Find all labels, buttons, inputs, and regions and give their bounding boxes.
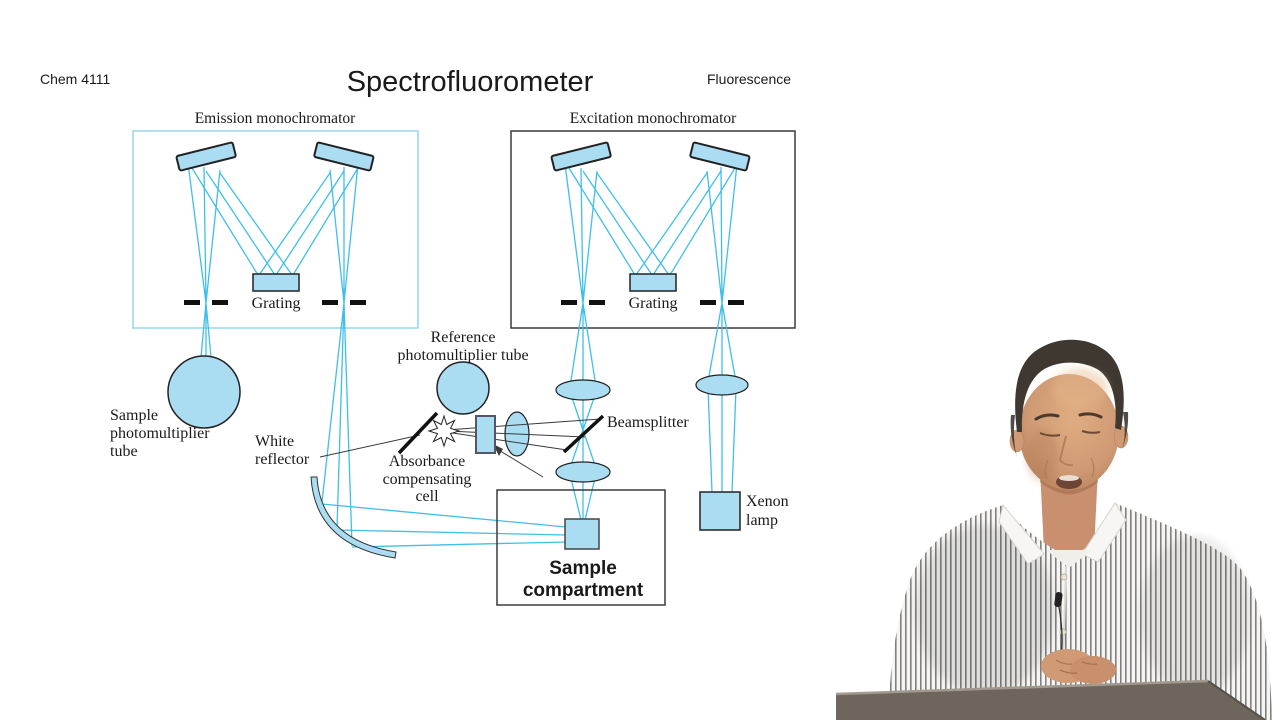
sample-compartment-label-2: compartment bbox=[523, 580, 644, 601]
smile-line-right bbox=[1090, 457, 1095, 478]
lavalier-microphone bbox=[1054, 592, 1063, 608]
reference-beam-rays bbox=[445, 418, 601, 451]
slit-dash bbox=[700, 300, 716, 305]
sample-compartment-label-1: Sample bbox=[549, 558, 617, 579]
lens-upper bbox=[555, 379, 611, 401]
tshirt bbox=[1046, 550, 1092, 568]
shirt-shadow-left bbox=[915, 525, 1055, 695]
shirt-button bbox=[1059, 628, 1067, 636]
xenon-lamp bbox=[699, 491, 741, 531]
hand-right bbox=[1070, 656, 1116, 684]
presenter-hair bbox=[1015, 339, 1124, 432]
slit-dash bbox=[350, 300, 366, 305]
curved-collection-mirror bbox=[310, 476, 397, 559]
nose bbox=[1058, 435, 1074, 467]
beamsplitter bbox=[562, 414, 605, 454]
slit-dash bbox=[212, 300, 228, 305]
sample-pmt-label-1: Sample bbox=[110, 407, 158, 424]
emission-right-mirror bbox=[313, 141, 375, 172]
emission-left-mirror bbox=[175, 141, 237, 172]
forehead-highlight bbox=[1052, 368, 1108, 408]
light-rays bbox=[187, 162, 738, 548]
emission-grating-label: Grating bbox=[252, 295, 301, 312]
absorbance-cell-label-2: compensating bbox=[383, 471, 472, 488]
white-reflector bbox=[397, 411, 439, 455]
absorbance-cell-label-3: cell bbox=[415, 488, 439, 505]
slit-dash bbox=[561, 300, 577, 305]
hair-side-left bbox=[1010, 415, 1017, 457]
eyebrow-right bbox=[1078, 412, 1103, 419]
shirt-shadow-right bbox=[1140, 535, 1250, 695]
excitation-right-mirror bbox=[689, 141, 751, 172]
sample-pmt-label-3: tube bbox=[110, 443, 138, 460]
collar-left bbox=[998, 503, 1045, 565]
sample-pmt-label-2: photomultiplier bbox=[110, 425, 210, 442]
page-title: Spectrofluorometer bbox=[347, 66, 594, 98]
presenter bbox=[888, 339, 1272, 720]
emission-left-ray-fan bbox=[187, 162, 221, 358]
reference-pmt-circle bbox=[436, 361, 490, 415]
slit-dash bbox=[184, 300, 200, 305]
sample-pmt-circle bbox=[167, 355, 241, 429]
emission-monochromator-label: Emission monochromator bbox=[195, 110, 356, 127]
slit-dash bbox=[322, 300, 338, 305]
emission-collection-rays bbox=[321, 302, 567, 548]
reference-beam-lines bbox=[319, 418, 601, 478]
cheek-shadow bbox=[1026, 429, 1058, 481]
emission-monochromator-box bbox=[132, 130, 419, 329]
excitation-grating bbox=[629, 273, 677, 292]
emission-mirror-grating-rays bbox=[191, 167, 359, 276]
finger-lines bbox=[1055, 659, 1098, 674]
lower-lip bbox=[1055, 489, 1083, 495]
slits bbox=[184, 300, 744, 305]
reference-pmt-label-2: photomultiplier tube bbox=[397, 347, 528, 364]
hair-side-right bbox=[1122, 412, 1129, 450]
laptop-edge-highlight bbox=[835, 679, 1209, 696]
eye-right-closed bbox=[1081, 430, 1101, 434]
shirt-button bbox=[1060, 573, 1068, 581]
eyebrow-left bbox=[1034, 413, 1060, 421]
xenon-lamp-label-2: lamp bbox=[746, 512, 778, 529]
laptop bbox=[835, 679, 1266, 720]
sample-cuvette bbox=[564, 518, 600, 550]
collar-right bbox=[1081, 502, 1127, 563]
emission-right-ray-fan bbox=[329, 163, 359, 304]
excitation-left-ray-fan bbox=[564, 163, 598, 304]
laptop-edge-right bbox=[1207, 680, 1266, 720]
eye-left-closed bbox=[1039, 432, 1061, 437]
lens-lamp bbox=[695, 374, 749, 396]
white-reflector-leader-line bbox=[319, 434, 421, 458]
excitation-monochromator-label: Excitation monochromator bbox=[570, 110, 737, 127]
slit-dash bbox=[589, 300, 605, 305]
sample-compartment-box bbox=[496, 489, 666, 606]
topic-label: Fluorescence bbox=[707, 71, 791, 87]
excitation-left-mirror bbox=[550, 141, 612, 172]
optical-elements bbox=[167, 141, 751, 559]
course-label: Chem 4111 bbox=[40, 71, 111, 87]
emission-grating bbox=[252, 273, 300, 292]
beamsplitter-label: Beamsplitter bbox=[607, 414, 689, 431]
excitation-mirror-grating-rays bbox=[568, 167, 736, 276]
excitation-beam-to-sample bbox=[569, 302, 597, 521]
lens-lower bbox=[555, 461, 611, 483]
neck-shadow bbox=[1040, 470, 1098, 494]
cell-leader-line bbox=[496, 448, 544, 478]
excitation-right-ray-fan bbox=[706, 163, 738, 304]
absorbance-compensating-cell bbox=[475, 415, 496, 454]
xenon-lamp-label-1: Xenon bbox=[746, 493, 789, 510]
lamp-beam-rays bbox=[707, 302, 737, 493]
absorbance-cell-label-1: Absorbance bbox=[389, 453, 465, 470]
reference-pmt-label-1: Reference bbox=[431, 329, 496, 346]
teeth bbox=[1059, 475, 1079, 481]
excitation-grating-label: Grating bbox=[629, 295, 678, 312]
white-reflector-label-1: White bbox=[255, 433, 294, 450]
scatter-starburst bbox=[427, 414, 461, 448]
slit-dash bbox=[728, 300, 744, 305]
excitation-monochromator-box bbox=[510, 130, 796, 329]
smile-line-left bbox=[1044, 459, 1049, 480]
white-reflector-label-2: reflector bbox=[255, 451, 310, 468]
